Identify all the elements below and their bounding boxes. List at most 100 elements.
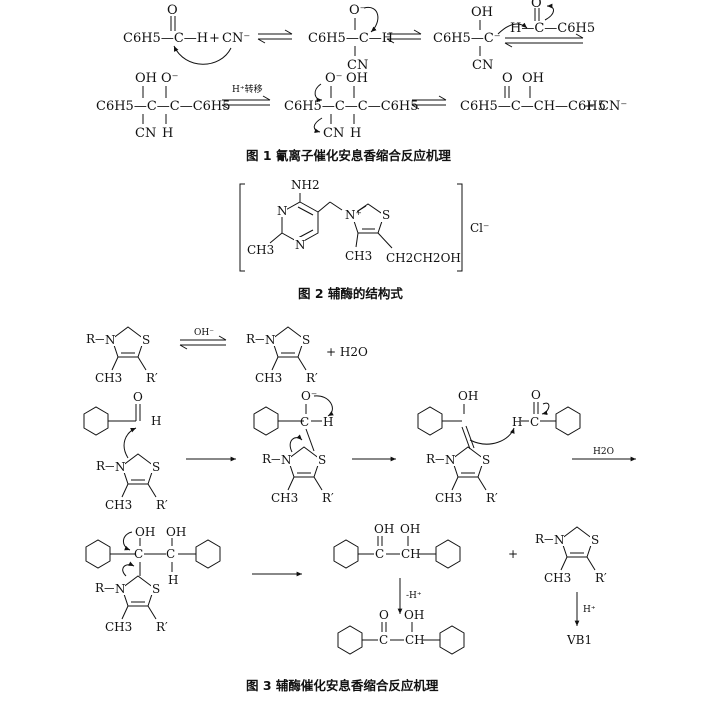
aldehyde-formula: H—C—C6H5 [510,21,595,36]
step3-methyl: CH3 [435,491,462,505]
equilibrium-arrow-2 [386,29,422,44]
adduct-h: H [323,415,333,429]
phenyl-1 [83,406,109,436]
step4-methyl: CH3 [105,620,132,634]
thiazolium-start: R— N S CH3 R′ [86,326,158,385]
step2-n: N [281,453,292,467]
figure1-caption: 图 1 氰离子催化安息香缩合反应机理 [246,148,451,163]
step1-reactants: O H R— N S CH3 R′ [83,390,168,512]
step2-s: S [318,453,326,467]
phenyl-6 [195,539,221,569]
water-label: H2O [593,447,614,457]
figure2: N N NH2 CH3 N⁺ S CH3 CH2CH2OH Cl⁻ 图 2 辅酶… [239,178,489,301]
r-substituent: R— [86,332,107,346]
elimination-arrow-2 [313,117,323,134]
adduct-c1: C [134,547,143,561]
left-oxide: O⁻ [161,71,179,86]
step4-r: R— [95,581,116,595]
second-aldehyde-c: C [530,415,539,429]
step3-r: R— [426,452,447,466]
phenyl-5 [85,539,111,569]
step1-r: R— [96,459,117,473]
regenerated-ylide: R— N S CH3 R′ [535,526,607,585]
ylide-r: R— [246,332,267,346]
adduct-arrow-1 [123,531,133,551]
hydroxyethyl-chain: CH2CH2OH [386,251,461,265]
benzoin-formula: C6H5—C—CH—C6H5 [460,99,606,114]
cn-attack-arrow [173,45,232,65]
step4-s: S [152,582,160,596]
deprotonation-step: -H⁺ [397,578,422,614]
benzaldehyde: C6H5—C—H O [123,3,208,46]
step1-rprime: R′ [156,498,168,512]
step3-arrow: H2O [572,447,636,462]
elimination-arrow-1 [314,83,323,103]
ylide-methyl: CH3 [255,371,282,385]
step3-n: N [445,453,456,467]
step2-rprime: R′ [322,491,334,505]
step1-methyl: CH3 [105,498,132,512]
pyrimidine-ring: N N NH2 CH3 [247,178,343,257]
step3-rprime: R′ [486,491,498,505]
alkoxide-intermediate: C6H5—C—H O⁻ CN [308,3,393,73]
phenyl-7 [333,539,359,569]
adduct-rearranged: C6H5—C—C—C6H5 O⁻ OH CN H [284,71,419,141]
regen-r: R— [535,532,556,546]
methyl: CH3 [95,371,122,385]
carbanion-intermediate: C6H5—C⁻ OH CN [433,5,501,73]
aldehyde-o: O [133,390,143,404]
adduct-left-formula: C6H5—C—C—C6H5 [96,99,231,114]
step4-adduct: OH C OH C H R— N S CH3 R′ [85,525,221,634]
phenyl-10 [439,625,465,655]
sulfur: S [142,333,150,347]
cyanide-ion: CN⁻ [222,31,250,46]
phenyl-3 [417,406,443,436]
carbonyl-oxygen: O [167,3,178,18]
step4-n: N [115,582,126,596]
adduct-right-formula: C6H5—C—C—C6H5 [284,99,419,114]
aldehyde-oxygen: O [531,0,542,11]
adduct-arrow-2 [122,561,135,577]
step3-s: S [482,453,490,467]
regen-methyl: CH3 [544,571,571,585]
amino-group: NH2 [291,178,320,192]
figure3-caption: 图 3 辅酶催化安息香缩合反应机理 [246,678,439,693]
right-bracket [457,183,463,272]
final-ch: CH [405,633,425,647]
deprotonation-equilibrium: OH⁻ [179,328,227,350]
vb1-step: H⁺ VB1 [566,592,596,647]
thiazolium-ring: N⁺ S CH3 CH2CH2OH [344,203,461,265]
left-nitrile: CN [135,126,156,141]
alkoxide-formula: C6H5—C—H [308,31,393,46]
product-hydroxyl: OH [522,71,544,86]
second-aldehyde-h: H [512,415,522,429]
proton-transfer-arrow: H⁺转移 [221,83,271,110]
aldehyde-being-attacked: H—C—C6H5 O [497,0,595,48]
phenyl-2 [253,406,279,436]
step2-adduct: O⁻ C H R— N S CH3 R′ [253,389,334,505]
ylide: R— N S CH3 R′ + H2O [246,326,368,385]
proton-shift-arrow [363,6,379,33]
plus-regenerated: + [508,547,518,561]
nitrile-group: CN [347,58,368,73]
benzaldehyde-formula: C6H5—C—H [123,31,208,46]
adduct-carbon: C [300,415,309,429]
protonated-c: C [375,547,384,561]
ylide-attack-arrow [123,427,137,459]
phenyl-8 [435,539,461,569]
ylide-s: S [302,333,310,347]
step1-n: N [115,460,126,474]
proton-transfer-label: H⁺转移 [232,83,263,95]
plus-sign: + [209,31,220,46]
breslow-attack-arrow [469,427,515,445]
pyrimidine-n3: N [295,238,306,252]
adduct-oh-2: OH [166,525,186,539]
equilibrium-arrow-1 [257,29,293,44]
phenyl-9 [337,625,363,655]
regen-rprime: R′ [595,571,607,585]
carbonyl-arrow [544,3,554,21]
r-prime: R′ [146,371,158,385]
protonated-benzoin: C OH CH OH [333,522,461,569]
